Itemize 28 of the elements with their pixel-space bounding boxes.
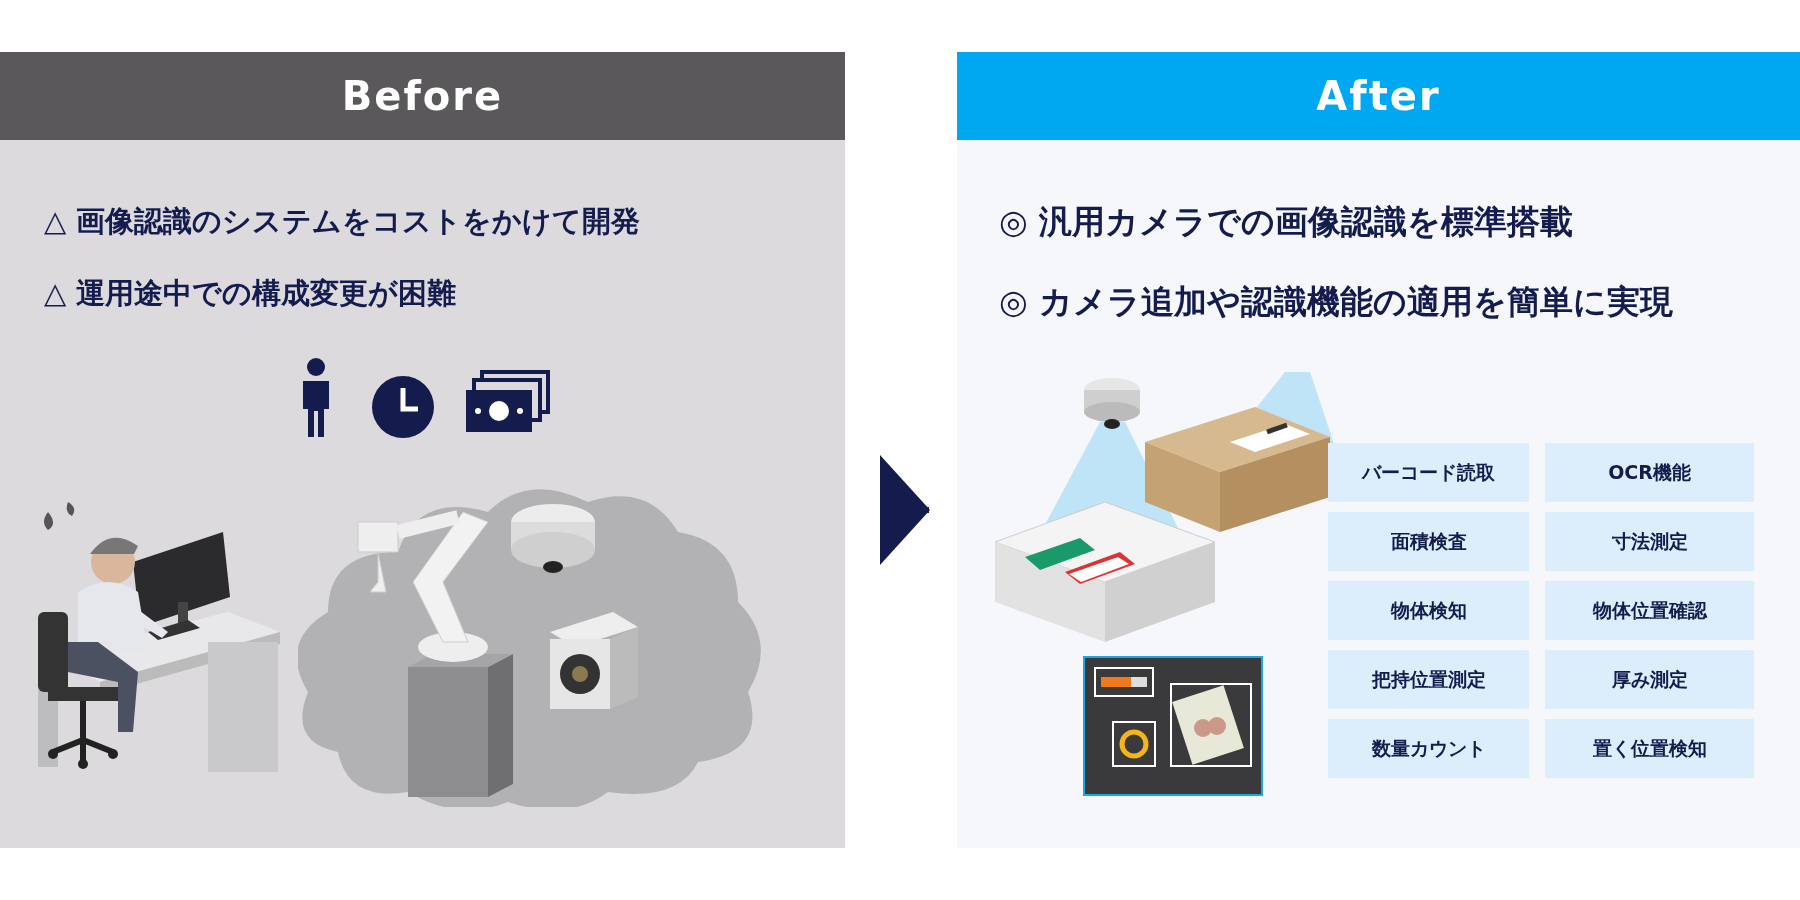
feature-tile xyxy=(1545,650,1754,709)
feature-tile xyxy=(1328,719,1529,778)
feature-label: 置く位置検知 xyxy=(1592,735,1707,761)
feature-label: 物体位置確認 xyxy=(1592,597,1707,623)
feature-tile xyxy=(1328,443,1529,502)
comparison-panel xyxy=(0,52,845,848)
feature-label: 把持位置測定 xyxy=(1371,666,1486,692)
feature-label: 数量カウント xyxy=(1371,735,1486,761)
panel-header: After xyxy=(957,52,1800,140)
panel-header: Before xyxy=(0,52,845,140)
feature-label: バーコード読取 xyxy=(1362,459,1495,485)
bullet-text: △ 画像認識のシステムをコストをかけて開発 xyxy=(44,203,641,240)
feature-label: 寸法測定 xyxy=(1611,528,1688,554)
comparison-panel xyxy=(957,52,1800,848)
feature-tile xyxy=(1545,443,1754,502)
feature-tile xyxy=(1328,512,1529,571)
feature-tile xyxy=(1328,650,1529,709)
bullet-text: △ 運用途中での構成変更が困難 xyxy=(44,275,457,312)
feature-label: 面積検査 xyxy=(1390,528,1467,554)
feature-tile xyxy=(1328,581,1529,640)
bullet-text: ◎ 汎用カメラでの画像認識を標準搭載 xyxy=(999,201,1574,243)
feature-tile xyxy=(1545,719,1754,778)
feature-tile xyxy=(1545,512,1754,571)
feature-label: 厚み測定 xyxy=(1611,666,1688,692)
feature-label: OCR機能 xyxy=(1608,459,1691,485)
feature-tile xyxy=(1545,581,1754,640)
feature-label: 物体検知 xyxy=(1390,597,1467,623)
bullet-text: ◎ カメラ追加や認識機能の適用を簡単に実現 xyxy=(999,281,1674,323)
